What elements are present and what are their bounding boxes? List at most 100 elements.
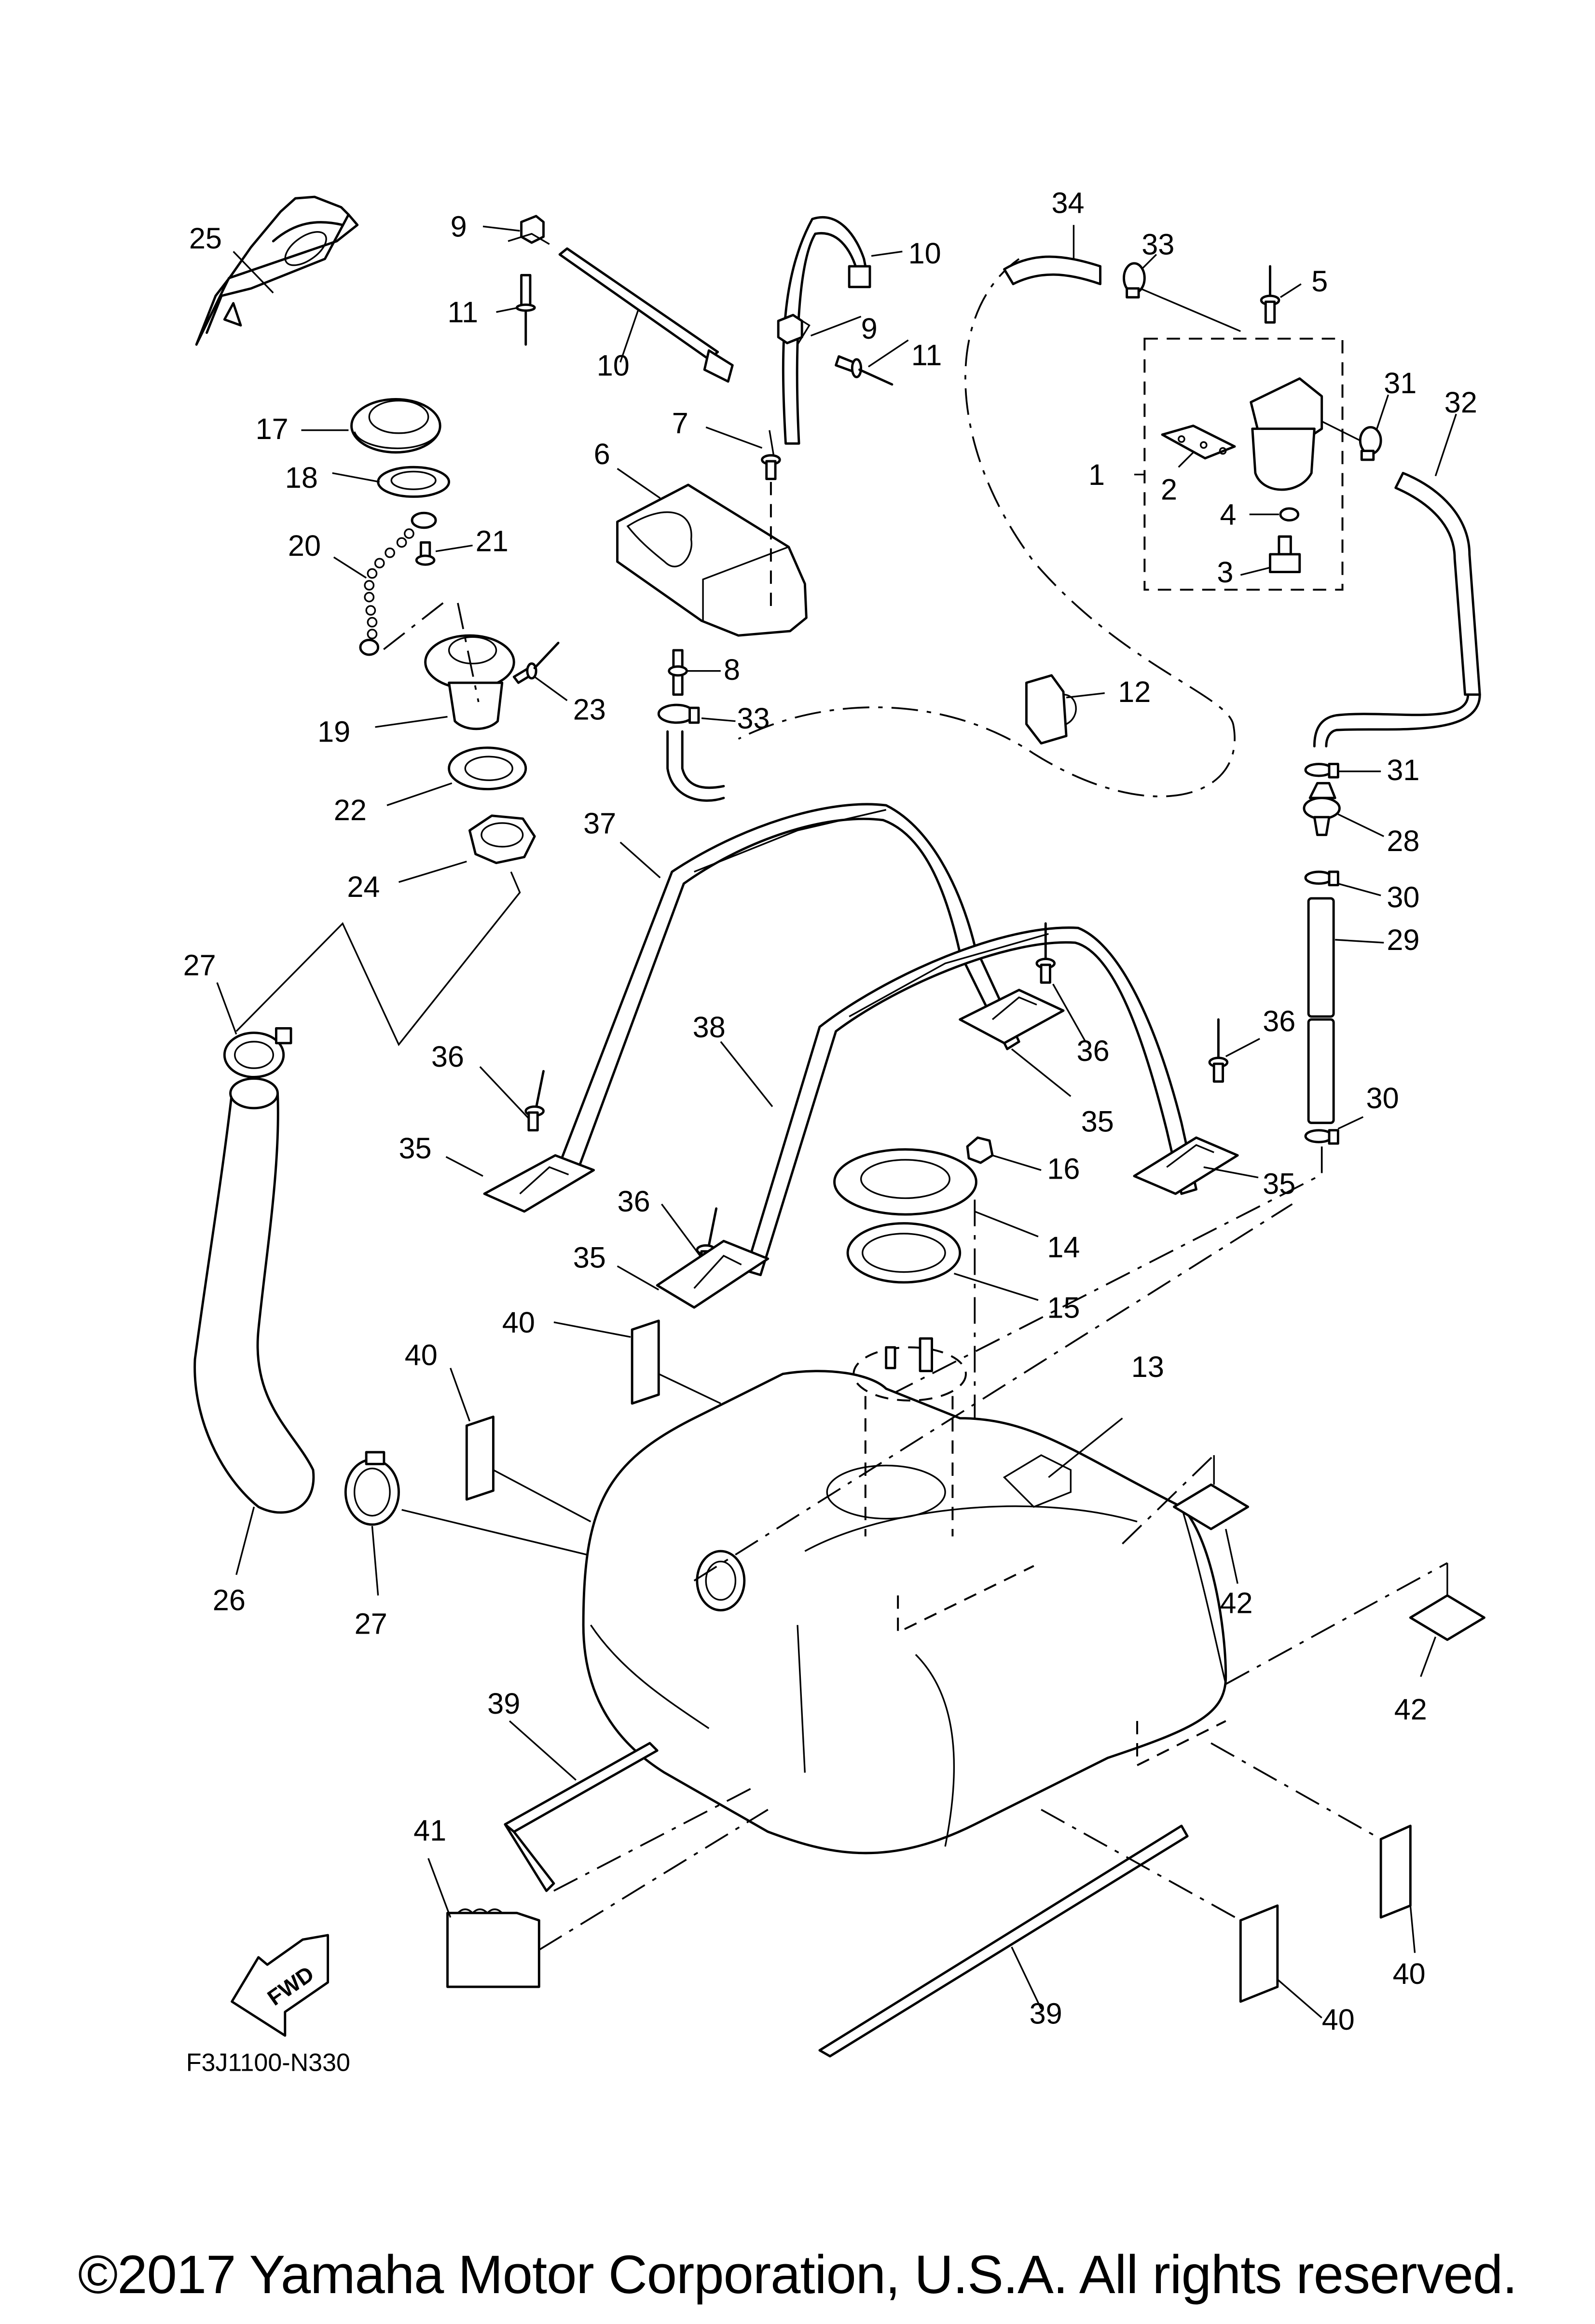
part-32-hose[interactable] <box>1394 472 1481 696</box>
callout-17: 17 <box>256 413 289 445</box>
part-11-rivet-a[interactable] <box>515 274 536 346</box>
part-35-mount-a[interactable] <box>483 1154 595 1213</box>
part-20-chain[interactable] <box>359 511 437 656</box>
part-28-check-valve[interactable] <box>1303 782 1341 836</box>
callout-37: 37 <box>583 807 616 839</box>
callout-10: 10 <box>908 237 941 270</box>
part-27-clamp-b[interactable] <box>344 1451 400 1526</box>
part-34-hose[interactable] <box>1003 255 1101 286</box>
part-22-washer[interactable] <box>448 746 527 791</box>
callout-9: 9 <box>451 210 467 243</box>
part-35-mount-d[interactable] <box>1133 1136 1239 1195</box>
part-39-strip-b[interactable] <box>818 1825 1189 2058</box>
callout-13: 13 <box>1131 1350 1164 1383</box>
callout-42: 42 <box>1220 1587 1252 1620</box>
callout-38: 38 <box>693 1011 726 1044</box>
part-29-hose[interactable] <box>1307 897 1335 1124</box>
copyright-notice: ©2017 Yamaha Motor Corporation, U.S.A. A… <box>78 2244 1518 2305</box>
part-9-clip-b[interactable] <box>777 314 811 345</box>
part-11-rivet-b[interactable] <box>835 355 894 386</box>
part-14-pump-plate[interactable] <box>833 1148 977 1216</box>
callout-21: 21 <box>476 525 509 558</box>
part-9-clip-a[interactable] <box>508 215 550 245</box>
part-42-pad-a[interactable] <box>1173 1483 1250 1530</box>
callout-32: 32 <box>1444 386 1477 419</box>
callout-39: 39 <box>1030 1997 1062 2030</box>
part-6-cover-box[interactable] <box>616 483 808 637</box>
part-2-bracket[interactable] <box>1161 425 1236 460</box>
callout-27: 27 <box>183 949 216 981</box>
part-40-pad-d[interactable] <box>1239 1904 1279 2003</box>
callout-36: 36 <box>431 1040 464 1073</box>
part-15-gasket[interactable] <box>846 1222 962 1284</box>
part-30-clamp-b[interactable] <box>1304 1129 1339 1145</box>
callout-9: 9 <box>861 312 878 345</box>
callout-20: 20 <box>288 529 321 562</box>
callout-40: 40 <box>502 1306 535 1339</box>
part-12-clip[interactable] <box>1025 674 1077 745</box>
callout-23: 23 <box>573 693 606 726</box>
callout-39: 39 <box>487 1687 520 1720</box>
part-7-rivet[interactable] <box>761 430 781 481</box>
callout-28: 28 <box>1387 825 1419 857</box>
callout-19: 19 <box>317 715 350 748</box>
part-21-screw[interactable] <box>415 541 436 566</box>
part-38-strap[interactable] <box>744 926 1197 1277</box>
callout-3: 3 <box>1217 556 1233 589</box>
figure-code: F3J1100-N330 <box>186 2049 350 2077</box>
callout-11: 11 <box>448 296 479 329</box>
part-3-drain-plug[interactable] <box>1269 535 1301 574</box>
callout-22: 22 <box>334 794 367 826</box>
callout-29: 29 <box>1387 923 1419 956</box>
part-24-nut[interactable] <box>468 814 536 865</box>
callout-6: 6 <box>594 438 610 470</box>
part-37-strap[interactable] <box>560 803 1020 1169</box>
callout-35: 35 <box>1081 1105 1114 1138</box>
part-41-pad[interactable] <box>446 1908 540 1988</box>
part-18-gasket[interactable] <box>377 466 451 498</box>
part-pump-unit <box>852 1337 967 1537</box>
callout-36: 36 <box>618 1185 650 1218</box>
part-filter-body[interactable] <box>1250 377 1323 491</box>
callout-16: 16 <box>1047 1153 1080 1185</box>
part-16-nut[interactable] <box>966 1136 994 1164</box>
part-30-clamp-a[interactable] <box>1304 870 1339 886</box>
callout-8: 8 <box>724 653 740 686</box>
part-40-pad-a[interactable] <box>631 1320 660 1405</box>
part-17-fuel-cap[interactable] <box>350 398 441 454</box>
part-5-rivet[interactable] <box>1260 265 1280 324</box>
part-35-mount-b[interactable] <box>656 1239 770 1309</box>
part-13-fuel-tank[interactable] <box>582 1370 1227 1855</box>
part-31-clamp-b[interactable] <box>1304 763 1339 779</box>
callout-5: 5 <box>1311 265 1328 298</box>
callout-33: 33 <box>1141 228 1174 261</box>
part-39-strip-a[interactable] <box>504 1742 659 1892</box>
part-33-clamp-a[interactable] <box>1123 262 1146 299</box>
part-26-hose[interactable] <box>193 1077 315 1514</box>
part-27-clamp-a[interactable] <box>223 1027 292 1078</box>
part-10-cable-tie-a[interactable] <box>558 247 734 383</box>
part-4-o-ring[interactable] <box>1279 507 1300 522</box>
part-40-pad-c[interactable] <box>1379 1825 1412 1919</box>
part-36-rivet-c[interactable] <box>1035 922 1056 984</box>
part-19-filler-neck[interactable] <box>424 634 515 730</box>
part-42-pad-b[interactable] <box>1409 1594 1485 1641</box>
part-8-rivet[interactable] <box>668 649 688 696</box>
part-25-cover[interactable] <box>195 195 359 346</box>
part-10-cable-tie-b[interactable] <box>782 216 871 445</box>
callout-31: 31 <box>1384 367 1416 399</box>
part-36-rivet-d[interactable] <box>1208 1018 1229 1083</box>
part-33-clamp-b[interactable] <box>657 703 700 724</box>
callout-35: 35 <box>399 1132 432 1165</box>
part-40-pad-b[interactable] <box>465 1416 495 1501</box>
callout-11: 11 <box>911 339 942 371</box>
part-23-rivet[interactable] <box>512 642 560 684</box>
part-36-rivet-a[interactable] <box>524 1070 545 1132</box>
callout-27: 27 <box>355 1608 387 1640</box>
callout-15: 15 <box>1047 1291 1080 1324</box>
callout-33: 33 <box>737 702 770 735</box>
part-35-mount-c[interactable] <box>959 989 1065 1045</box>
callout-4: 4 <box>1220 498 1236 531</box>
part-31-clamp-a[interactable] <box>1359 426 1382 461</box>
